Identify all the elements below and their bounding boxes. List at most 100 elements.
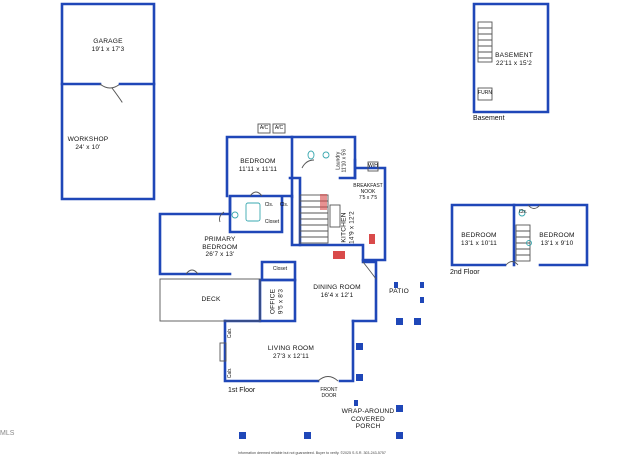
closet-label-1: Closet <box>264 219 280 225</box>
dining-name: DINING ROOM <box>313 284 361 291</box>
post-7 <box>356 343 363 350</box>
sink-1 <box>322 151 330 159</box>
post-8 <box>356 374 363 381</box>
garage-door-arc <box>99 83 121 89</box>
wh-box <box>367 161 379 172</box>
workshop-label: WORKSHOP 24' x 10' <box>58 136 118 151</box>
front-door-label: FRONT DOOR <box>316 387 342 400</box>
door-swing-1 <box>249 191 263 197</box>
mls-watermark: MLS <box>0 430 15 437</box>
workshop-door <box>111 87 123 103</box>
door-swing-5 <box>301 159 315 169</box>
wh-label: W/H <box>368 163 378 169</box>
living-label: LIVING ROOM 27'3 x 12'11 <box>256 345 326 360</box>
bedroom-main-name: BEDROOM <box>240 158 276 165</box>
breakfast-label: BREAKFAST NOOK 7'5 x 7'5 <box>348 183 388 201</box>
front-door-line1: FRONT <box>320 387 338 393</box>
second-treads <box>516 230 530 256</box>
ac-box-2 <box>272 123 286 134</box>
post-10 <box>420 282 424 288</box>
front-door-line2: DOOR <box>321 392 337 399</box>
door-swing-7 <box>505 261 519 266</box>
cab-label-1: Cab. <box>227 327 234 339</box>
kitchen-name: KITCHEN <box>340 212 348 243</box>
couch-red <box>320 194 327 210</box>
door-swing-8 <box>527 204 541 209</box>
bed2a-label: BEDROOM 13'1 x 10'11 <box>454 232 504 247</box>
post-11 <box>420 297 424 303</box>
laundry-walls <box>290 135 357 180</box>
basement-floor-label: Basement <box>473 115 505 122</box>
bed2a-name: BEDROOM <box>461 232 497 239</box>
porch-line2: COVERED <box>350 415 385 423</box>
bedroom-walls <box>225 135 294 199</box>
laundry-label: Laundry 11'10 x 5'6 <box>335 141 348 181</box>
dining-dims: 16'4 x 12'1 <box>320 291 354 299</box>
bed2b-dims: 13'1 x 9'10 <box>540 239 574 247</box>
deck-label: DECK <box>201 296 221 303</box>
porch-line1: WRAP-AROUND <box>341 408 395 415</box>
ac-box-1 <box>257 123 271 134</box>
sink-2 <box>526 240 532 246</box>
cls-label-2: Cls. <box>279 202 289 208</box>
post-1 <box>396 318 403 325</box>
primary-name2: BEDROOM <box>202 243 238 251</box>
garage-name: GARAGE <box>93 38 123 45</box>
kitchen-dims: 14'9 x 12'2 <box>348 211 356 244</box>
bed2b-label: BEDROOM 13'1 x 9'10 <box>532 232 582 247</box>
kitchen-walls <box>353 158 387 262</box>
bedroom-main-label: BEDROOM 11'11 x 11'11 <box>228 158 288 173</box>
first-floor-label: 1st Floor <box>228 387 256 394</box>
furn-label: FURN <box>478 90 492 96</box>
porch-label: WRAP-AROUND COVERED PORCH <box>338 408 398 431</box>
bed2b-name: BEDROOM <box>539 232 575 239</box>
second-floor-walls <box>450 203 589 267</box>
post-5 <box>304 432 311 439</box>
workshop-dims: 24' x 10' <box>75 143 101 151</box>
closet-walls <box>260 260 297 282</box>
office-name: OFFICE <box>269 288 277 315</box>
toilet-1 <box>307 150 315 160</box>
bedroom-main-dims: 11'11 x 11'11 <box>238 165 278 173</box>
basement-treads <box>478 27 492 59</box>
fireplace <box>219 342 227 362</box>
breakfast-dims: 7'5 x 7'5 <box>358 194 378 201</box>
bath-walls <box>228 195 284 234</box>
toilet-2 <box>231 211 239 219</box>
post-9 <box>394 282 398 288</box>
patio-label: PATIO <box>389 288 409 295</box>
post-6 <box>239 432 246 439</box>
door-swing-4 <box>362 261 377 280</box>
kitchen-island <box>329 204 341 228</box>
fridge <box>369 234 375 244</box>
door-swing-3 <box>317 376 339 382</box>
breakfast-name: BREAKFAST <box>353 183 383 189</box>
garage-label: GARAGE 19'1 x 17'3 <box>78 38 138 53</box>
basement-name: BASEMENT <box>495 52 533 59</box>
toilet-3 <box>518 209 526 217</box>
workshop-name: WORKSHOP <box>67 136 109 143</box>
cls-label-3: Cls. <box>518 209 528 215</box>
kitchen-label: KITCHEN 14'9 x 12'2 <box>341 197 356 257</box>
post-2 <box>414 318 421 325</box>
closet-label-2: Closet <box>272 266 288 272</box>
primary-label: PRIMARY BEDROOM 26'7 x 13' <box>190 236 250 259</box>
dining-label: DINING ROOM 16'4 x 12'1 <box>304 284 370 299</box>
basement-walls <box>472 2 550 114</box>
disclaimer-text: Information deemed reliable but not guar… <box>238 451 386 455</box>
breakfast-name2: NOOK <box>360 188 376 195</box>
ac-label-2: A/C <box>274 125 284 131</box>
primary-dims: 26'7 x 13' <box>205 251 235 259</box>
ac-label-1: A/C <box>259 125 269 131</box>
door-swing-6 <box>219 211 225 223</box>
bathtub <box>245 202 261 222</box>
workshop-walls <box>60 82 156 201</box>
living-dims: 27'3 x 12'11 <box>273 352 309 360</box>
laundry-dims: 11'10 x 5'6 <box>341 149 347 173</box>
living-walls <box>223 319 355 383</box>
door-swing-2 <box>185 269 199 275</box>
living-name: LIVING ROOM <box>267 345 315 352</box>
primary-name: PRIMARY <box>204 236 236 243</box>
bed2a-dims: 13'1 x 10'11 <box>461 239 497 247</box>
